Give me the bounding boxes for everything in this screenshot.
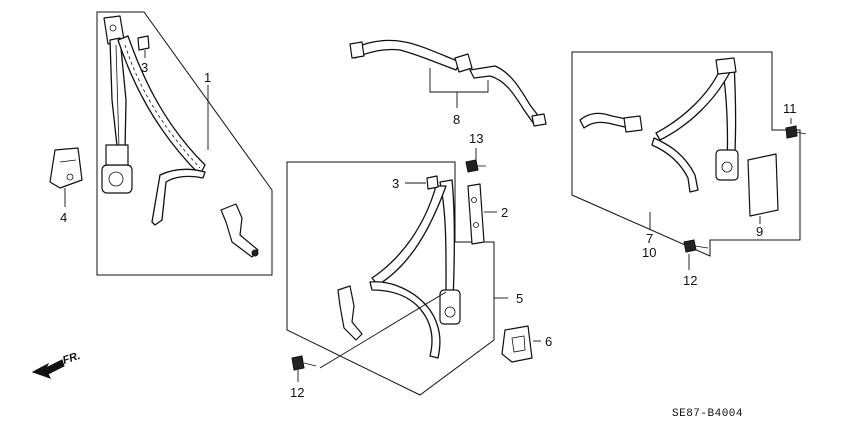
part-11-screw — [785, 125, 798, 139]
callout-3-upper: 3 — [141, 60, 148, 75]
rear-belt-strap-lower — [469, 65, 541, 125]
part-12-bolt-right — [683, 239, 697, 253]
rear-belt-strap-upper — [351, 39, 461, 71]
rear-outer-shoulder-webbing — [439, 179, 456, 301]
callout-13: 13 — [469, 131, 483, 146]
rear-side-diagonal-webbing — [655, 69, 731, 141]
part-3-cap-center — [426, 175, 439, 190]
part-2-bracket — [467, 183, 485, 245]
part-13-bolt — [465, 159, 479, 173]
front-direction-indicator — [31, 359, 65, 379]
rear-outer-belt-group — [286, 148, 541, 396]
rear-belt-end-left — [349, 41, 365, 59]
rear-side-belt-group — [571, 51, 807, 270]
callout-3-center: 3 — [392, 176, 399, 191]
callout-7: 7 — [646, 231, 653, 246]
outer-belt-shoulder-webbing — [117, 35, 206, 176]
callout-8: 8 — [453, 112, 460, 127]
rear-side-retractor — [715, 149, 739, 181]
outer-belt-retractor — [101, 164, 133, 194]
rear-outer-buckle — [337, 285, 363, 341]
part-9-trim — [747, 153, 779, 217]
callout-10: 10 — [642, 245, 656, 260]
rear-buckle-upper — [454, 53, 473, 73]
part-12-bolt-left — [291, 355, 305, 371]
rear-outer-lap-webbing — [369, 281, 441, 359]
part-4-cover — [49, 147, 83, 189]
front-direction-arrow — [31, 359, 65, 379]
front-outer-belt-assembly-group — [49, 11, 273, 276]
diagram-code: SE87-B4004 — [672, 408, 743, 420]
outer-belt-lower-strap — [151, 168, 206, 226]
front-outer-belt-frame — [96, 11, 273, 276]
rear-side-belt-frame — [571, 51, 801, 257]
callout-9: 9 — [756, 224, 763, 239]
rear-side-upper-anchor — [715, 57, 737, 75]
callout-2: 2 — [501, 205, 508, 220]
rear-outer-diagonal-webbing — [371, 185, 447, 286]
callout-12-right: 12 — [683, 273, 697, 288]
rear-outer-belt-frame — [286, 161, 495, 396]
callout-5: 5 — [516, 291, 523, 306]
part-6-cover — [501, 325, 533, 363]
callout-1: 1 — [204, 70, 211, 85]
callout-4: 4 — [60, 210, 67, 225]
direction-label: FR. — [61, 350, 82, 367]
part-3-cap-upper — [137, 35, 150, 51]
callout-6: 6 — [545, 334, 552, 349]
callout-11: 11 — [783, 101, 797, 116]
rear-side-lap-webbing — [651, 137, 699, 193]
outer-buckle — [220, 203, 259, 258]
rear-center-belt-group — [349, 39, 547, 127]
callout-12-left: 12 — [290, 385, 304, 400]
